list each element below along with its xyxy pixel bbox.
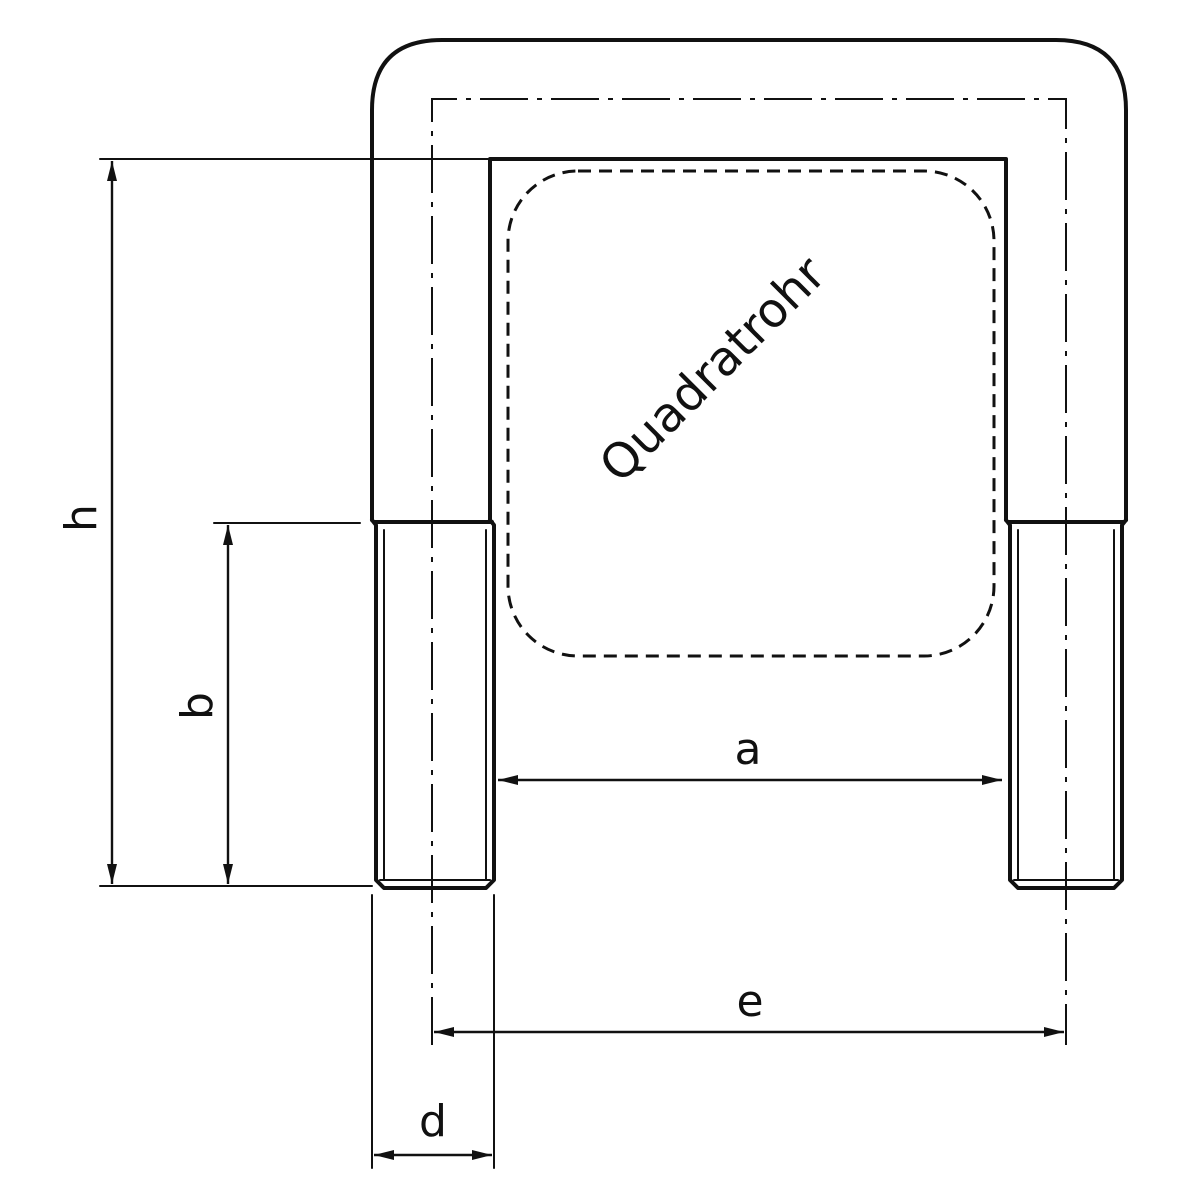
square-tube-label: Quadratrohr (589, 246, 837, 494)
dimension-h-label: h (56, 504, 107, 532)
dimension-b-label: b (172, 692, 223, 720)
dimension-d-label: d (419, 1096, 447, 1147)
bolt-centerline (431, 98, 1067, 1045)
square-tube-hidden-outline (506, 169, 996, 658)
u-bolt-inner-contour (488, 157, 1008, 522)
u-bolt-outer-contour (370, 38, 1128, 522)
dimension-e-label: e (736, 976, 763, 1027)
dimension-a-label: a (735, 724, 762, 775)
extension-lines (99, 158, 495, 1169)
